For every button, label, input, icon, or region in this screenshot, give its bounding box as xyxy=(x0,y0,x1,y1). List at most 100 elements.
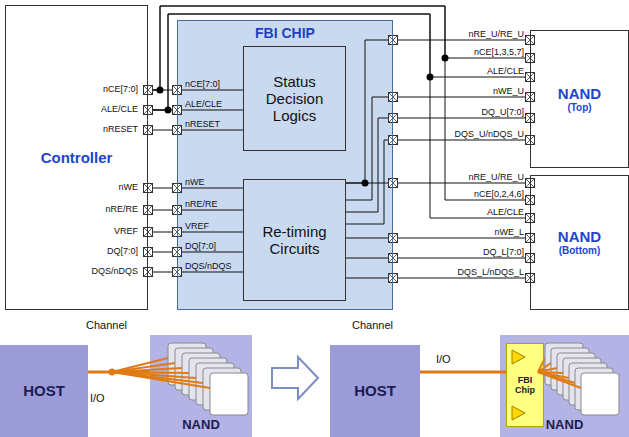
signal-wire xyxy=(148,14,530,218)
nand-die xyxy=(210,373,248,415)
signal-name: nRESET xyxy=(185,119,241,130)
nand-box: NAND(Bottom) xyxy=(530,175,629,310)
signal-name: nRE/RE xyxy=(56,204,138,215)
signal-name: nRE_U/RE_U xyxy=(450,172,524,183)
bus-label: I/O xyxy=(436,353,466,366)
node-text: (Top) xyxy=(567,102,591,114)
junction-dot xyxy=(427,74,434,81)
buffer-symbol xyxy=(512,350,525,364)
signal-name: DQ[7:0] xyxy=(56,246,138,257)
pin-symbol xyxy=(389,254,398,263)
signal-wire xyxy=(177,130,243,131)
signal-name: ALE/CLE xyxy=(450,66,524,77)
node-text: NAND xyxy=(182,418,220,433)
box-fill xyxy=(243,179,346,301)
signal-name: DQ[7:0] xyxy=(185,241,241,252)
signal-name: nCE[0,2,4,6] xyxy=(450,189,524,200)
pin-symbol xyxy=(144,184,153,193)
node-text: NAND xyxy=(558,85,601,102)
junction-dot xyxy=(165,107,172,114)
pin-symbol xyxy=(144,268,153,277)
pin-symbol xyxy=(389,274,398,283)
signal-wire xyxy=(346,278,530,279)
pin-symbol xyxy=(389,234,398,243)
signal-name: DQS/nDQS xyxy=(185,261,241,272)
box-fill xyxy=(177,20,393,310)
signal-wire xyxy=(177,232,243,233)
signal-wire xyxy=(346,40,530,183)
pin-symbol xyxy=(144,184,153,193)
signal-wire xyxy=(177,90,243,91)
signal-wire xyxy=(177,252,243,253)
signal-wire xyxy=(177,272,243,273)
pin-symbol xyxy=(144,126,153,135)
pin-symbol xyxy=(389,136,398,145)
pin-symbol xyxy=(144,86,153,95)
pin-symbol xyxy=(389,36,398,45)
pin-symbol xyxy=(144,248,153,257)
pin-symbol xyxy=(144,206,153,215)
signal-wire xyxy=(177,210,243,211)
transition-arrow xyxy=(272,357,318,399)
signal-name: VREF xyxy=(56,226,138,237)
node-text: FBI CHIP xyxy=(255,25,315,41)
node-text: NAND xyxy=(546,418,584,433)
pin-symbol xyxy=(389,179,398,188)
node-text: Status Decision Logics xyxy=(254,73,336,125)
host-box: HOST xyxy=(330,345,420,437)
pin-symbol xyxy=(389,234,398,243)
io-line xyxy=(112,372,210,388)
signal-wire xyxy=(346,238,530,239)
bus-label: Channel xyxy=(352,319,412,332)
bus-label: Channel xyxy=(86,319,146,332)
pin-symbol xyxy=(389,136,398,145)
signal-name: DQ_U[7:0] xyxy=(450,107,524,118)
signal-name: VREF xyxy=(185,221,241,232)
box-fill xyxy=(530,175,629,310)
box-fill xyxy=(530,30,629,168)
signal-wire xyxy=(177,110,243,111)
signal-name: ALE/CLE xyxy=(56,104,138,115)
pin-symbol xyxy=(389,93,398,102)
signal-name: nWE_U xyxy=(450,86,524,97)
box-fill xyxy=(5,5,148,310)
signal-wire xyxy=(346,140,530,224)
pin-symbol xyxy=(389,93,398,102)
signal-wire xyxy=(346,97,530,200)
signal-name: nWE_L xyxy=(450,227,524,238)
signal-name: nRESET xyxy=(56,124,138,135)
signal-name: ALE/CLE xyxy=(450,207,524,218)
nand-die xyxy=(581,373,619,415)
pin-symbol xyxy=(144,106,153,115)
buffer-symbol xyxy=(512,406,525,420)
io-channel xyxy=(420,371,506,374)
fbi-chip-box: FBI Chip xyxy=(506,343,544,427)
node-text: Controller xyxy=(41,149,113,166)
node-text: HOST xyxy=(23,382,65,399)
signal-wire xyxy=(346,118,530,212)
node-text: (Bottom) xyxy=(559,245,601,257)
logic-block: Status Decision Logics xyxy=(243,46,346,151)
pin-symbol xyxy=(144,268,153,277)
signal-name: ALE/CLE xyxy=(185,99,241,110)
pin-symbol xyxy=(389,274,398,283)
signal-name: DQ_L[7:0] xyxy=(450,247,524,258)
signal-name: nWE xyxy=(185,177,241,188)
signal-name: DQS/nDQS xyxy=(56,266,138,277)
signal-name: DQS_U/nDQS_U xyxy=(450,129,524,140)
pin-symbol xyxy=(389,179,398,188)
signal-name: nCE[1,3,5,7] xyxy=(450,47,524,58)
pin-symbol xyxy=(389,254,398,263)
box-fill xyxy=(506,343,544,427)
controller-box: Controller xyxy=(5,5,148,310)
signal-wire xyxy=(148,6,530,200)
nand-panel: NAND xyxy=(150,335,252,437)
host-box: HOST xyxy=(0,345,88,437)
box-fill xyxy=(330,345,420,437)
junction-dot xyxy=(442,55,449,62)
pin-symbol xyxy=(144,228,153,237)
signal-name: nRE_U/RE_U xyxy=(450,29,524,40)
box-fill xyxy=(0,345,88,437)
signal-name: nCE[7:0] xyxy=(56,84,138,95)
